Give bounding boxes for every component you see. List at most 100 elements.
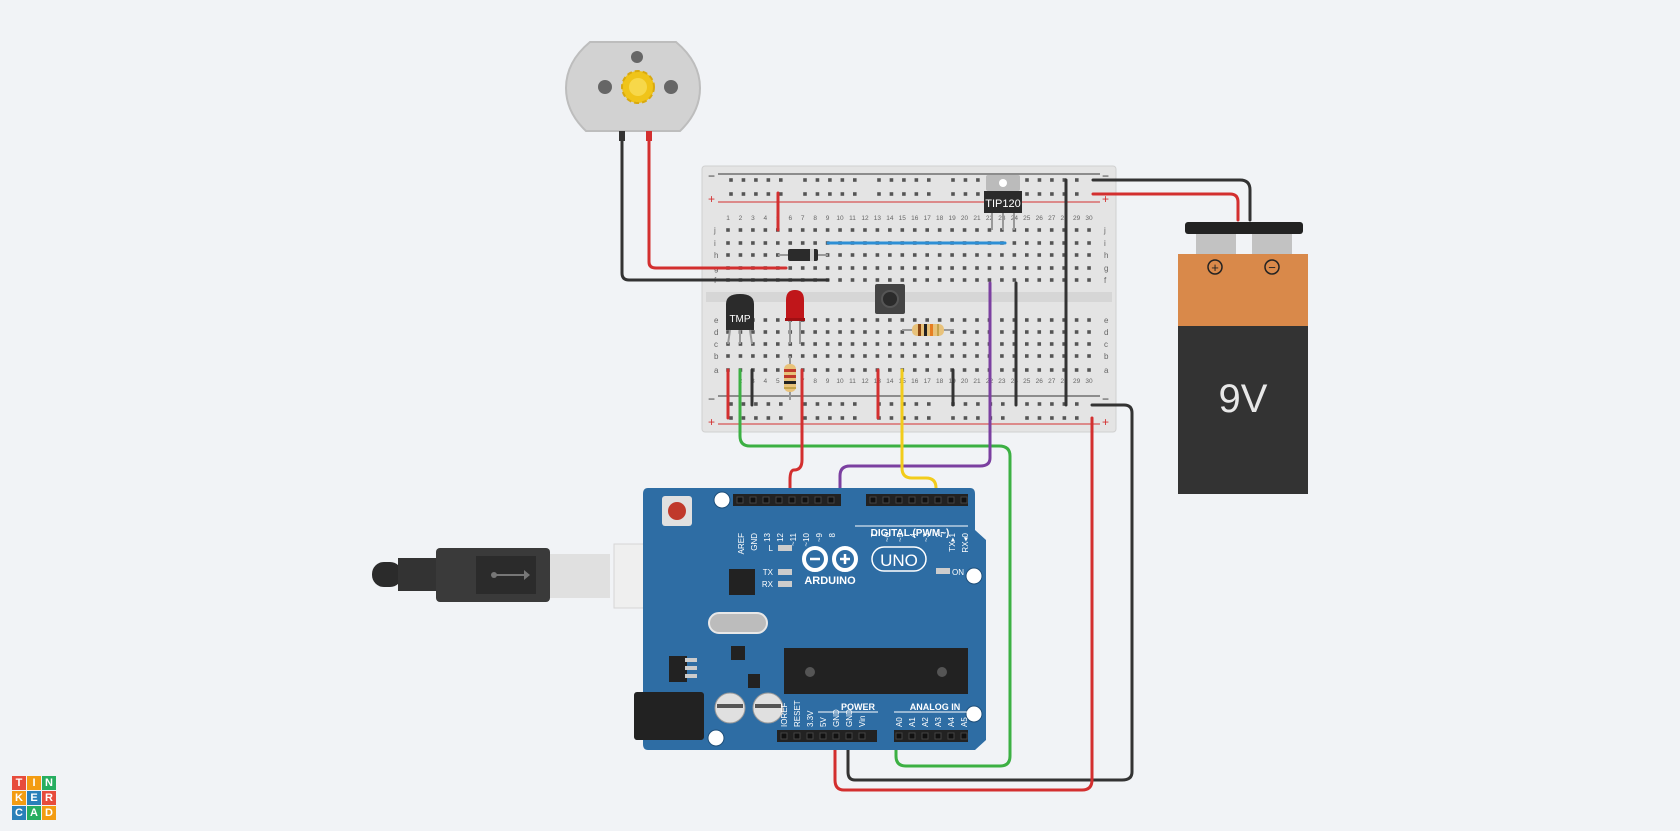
breadboard-hole[interactable] [813,241,817,245]
rail-hole[interactable] [1075,402,1079,406]
rail-hole[interactable] [902,192,906,196]
rail-hole[interactable] [1037,402,1042,406]
breadboard-hole[interactable] [813,266,817,270]
breadboard-hole[interactable] [1012,253,1017,257]
breadboard-hole[interactable] [975,318,979,322]
header-pin[interactable] [788,496,796,504]
breadboard-hole[interactable] [1037,278,1042,282]
rail-hole[interactable] [754,178,758,182]
breadboard-hole[interactable] [751,330,755,334]
breadboard-hole[interactable] [1062,278,1066,282]
breadboard-hole[interactable] [738,354,743,358]
breadboard-hole[interactable] [726,354,730,358]
breadboard-hole[interactable] [726,330,730,334]
breadboard-hole[interactable] [1012,266,1017,270]
breadboard-hole[interactable] [975,354,979,358]
breadboard-hole[interactable] [1062,330,1066,334]
breadboard-hole[interactable] [788,241,793,245]
breadboard-hole[interactable] [838,228,842,232]
breadboard-hole[interactable] [1074,330,1079,334]
breadboard-hole[interactable] [1000,342,1004,346]
rail-hole[interactable] [828,416,832,420]
analog-header[interactable] [895,732,968,740]
breadboard-hole[interactable] [900,342,905,346]
dc-motor[interactable] [564,41,702,141]
wire-red-5v[interactable] [833,416,1094,792]
breadboard-hole[interactable] [825,266,830,270]
breadboard-hole[interactable] [1087,342,1091,346]
resistor-horizontal[interactable] [902,324,954,336]
rail-hole[interactable] [927,192,931,196]
rail-hole[interactable] [754,416,758,420]
breadboard-hole[interactable] [900,228,905,232]
breadboard-hole[interactable] [763,241,768,245]
rail-hole[interactable] [1001,402,1005,406]
breadboard-hole[interactable] [1025,228,1029,232]
breadboard-hole[interactable] [962,253,967,257]
breadboard-hole[interactable] [838,253,842,257]
battery-9v[interactable]: + − 9V [1178,222,1308,494]
breadboard-hole[interactable] [813,368,817,372]
rail-hole[interactable] [976,416,980,420]
breadboard-hole[interactable] [962,342,967,346]
breadboard-hole[interactable] [950,228,954,232]
header-pin[interactable] [793,732,801,740]
header-pin[interactable] [775,496,783,504]
rail-hole[interactable] [754,402,758,406]
breadboard-hole[interactable] [1087,354,1091,358]
rail-hole[interactable] [1062,402,1067,406]
breadboard-hole[interactable] [751,342,755,346]
breadboard-hole[interactable] [726,253,730,257]
header-pin[interactable] [908,496,916,504]
breadboard-hole[interactable] [900,330,905,334]
breadboard-hole[interactable] [925,266,929,270]
header-pin[interactable] [921,732,929,740]
breadboard-hole[interactable] [800,342,805,346]
rail-hole[interactable] [828,402,832,406]
rail-hole[interactable] [889,416,894,420]
breadboard-hole[interactable] [987,266,992,270]
breadboard-hole[interactable] [763,354,768,358]
breadboard-hole[interactable] [888,266,892,270]
breadboard-hole[interactable] [912,253,917,257]
breadboard-hole[interactable] [1012,342,1017,346]
breadboard-hole[interactable] [1087,318,1091,322]
rail-hole[interactable] [754,192,758,196]
breadboard-hole[interactable] [863,354,867,358]
header-pin[interactable] [895,732,903,740]
breadboard-hole[interactable] [1000,318,1004,322]
breadboard-hole[interactable] [950,330,954,334]
breadboard-hole[interactable] [825,368,830,372]
breadboard-hole[interactable] [962,330,967,334]
wire-yellow-button[interactable] [900,368,938,501]
breadboard-hole[interactable] [850,368,855,372]
breadboard-hole[interactable] [751,253,755,257]
header-pin[interactable] [819,732,827,740]
rail-hole[interactable] [1050,178,1054,182]
rail-hole[interactable] [1050,402,1054,406]
wire-purple-pwm[interactable] [838,281,992,501]
breadboard-hole[interactable] [975,330,979,334]
breadboard-hole[interactable] [1037,354,1042,358]
breadboard-hole[interactable] [1062,253,1066,257]
header-pin[interactable] [934,496,942,504]
rail-hole[interactable] [1025,416,1029,420]
rail-hole[interactable] [853,402,857,406]
breadboard-hole[interactable] [838,354,842,358]
rail-hole[interactable] [976,192,980,196]
breadboard-hole[interactable] [800,266,805,270]
breadboard-hole[interactable] [888,318,892,322]
breadboard-hole[interactable] [800,354,805,358]
rail-hole[interactable] [766,178,771,182]
rail-hole[interactable] [853,178,857,182]
rail-hole[interactable] [927,178,931,182]
breadboard-hole[interactable] [1049,368,1054,372]
header-pin[interactable] [947,496,955,504]
breadboard-hole[interactable] [813,342,817,346]
rail-hole[interactable] [815,178,820,182]
rail-hole[interactable] [1075,192,1079,196]
breadboard-hole[interactable] [863,330,867,334]
breadboard-hole[interactable] [776,354,780,358]
breadboard-hole[interactable] [900,253,905,257]
